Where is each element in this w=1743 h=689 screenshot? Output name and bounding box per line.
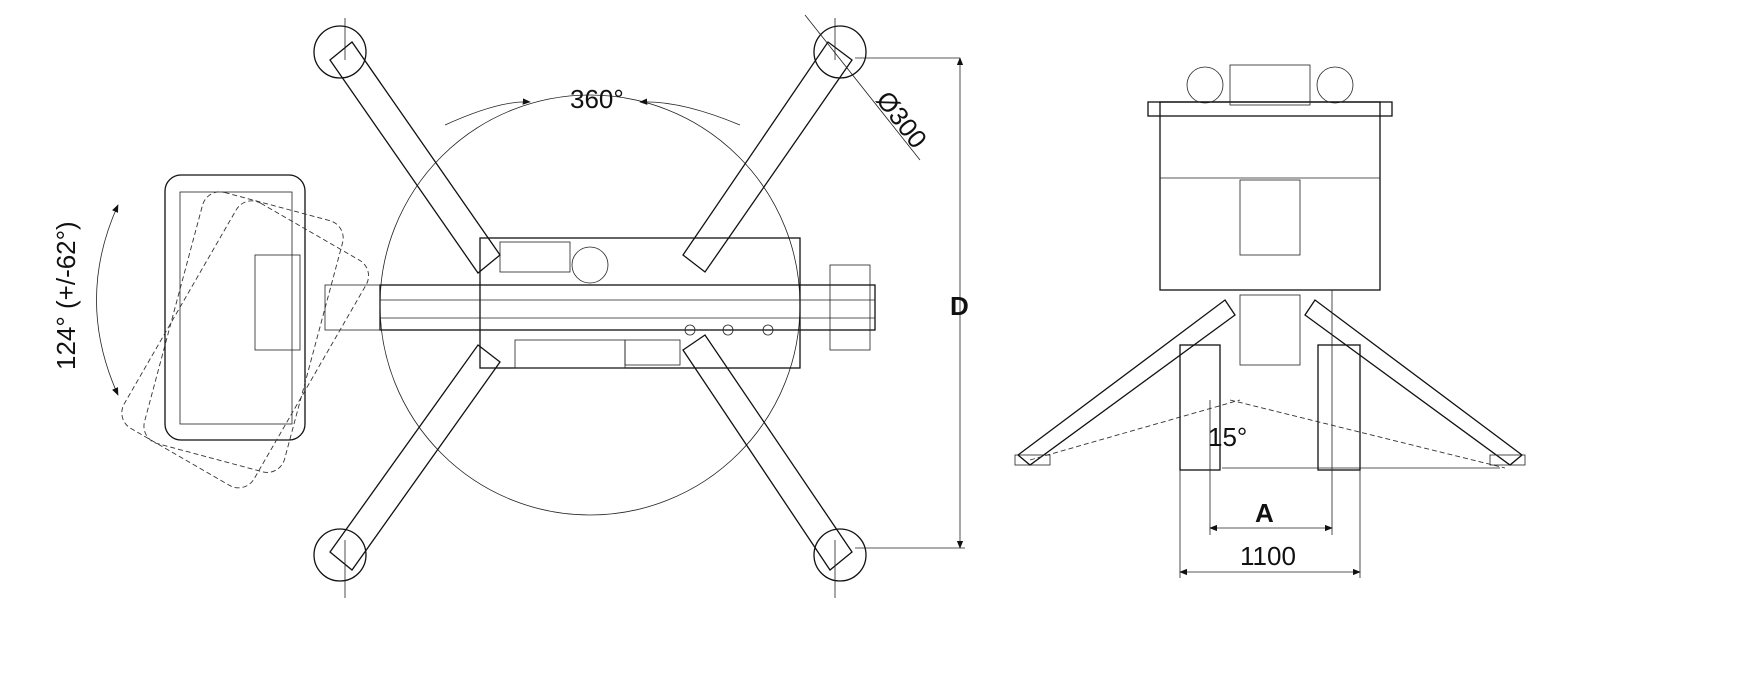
rotation-label: 360° bbox=[570, 84, 624, 114]
leg-right bbox=[1304, 299, 1524, 466]
outrigger-nw bbox=[313, 18, 501, 274]
track-left bbox=[1179, 344, 1221, 471]
machine-body bbox=[1159, 101, 1381, 291]
leg-left bbox=[1016, 299, 1236, 466]
chassis bbox=[479, 237, 801, 369]
outrigger-ne bbox=[682, 18, 867, 273]
basket-rotation-arrow bbox=[96, 204, 119, 396]
height-dim-label: D bbox=[950, 291, 969, 321]
rotation-arrow bbox=[444, 98, 531, 126]
angle-label: 15° bbox=[1208, 422, 1247, 452]
outrigger-se bbox=[682, 334, 867, 598]
basket bbox=[121, 174, 369, 489]
top-view: 360° Ø300 124° (+/-62°) D bbox=[51, 14, 969, 598]
pad-diameter-label: Ø300 bbox=[870, 85, 933, 154]
track-width-label: 1100 bbox=[1240, 541, 1296, 571]
inner-width-label: A bbox=[1255, 498, 1274, 528]
track-right bbox=[1317, 344, 1361, 471]
boom bbox=[379, 284, 876, 331]
basket-rotation-label: 124° (+/-62°) bbox=[51, 221, 81, 370]
outrigger-sw bbox=[313, 344, 501, 598]
slew-circle bbox=[379, 94, 801, 516]
front-view: 15° A 1100 bbox=[1014, 64, 1526, 578]
